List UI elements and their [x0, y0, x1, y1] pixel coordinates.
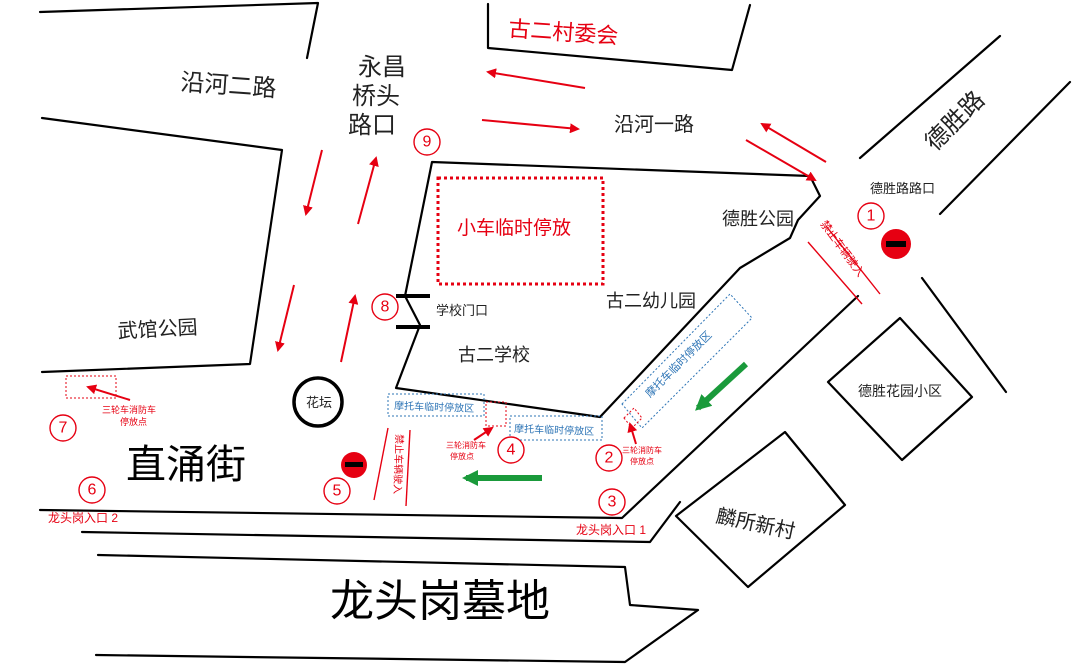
road-network — [38, 1, 1072, 664]
school-gate — [396, 294, 430, 329]
temp-car-parking-zone — [436, 176, 605, 286]
label-tricycle-2b: 停放点 — [630, 456, 654, 466]
green-arrow-diag — [695, 361, 749, 411]
no-entry-line-5a — [373, 427, 389, 501]
marker-3: 3 — [598, 488, 626, 516]
label-tricycle-7a: 三轮车消防车 — [102, 404, 156, 415]
flower-bed — [292, 376, 344, 428]
road-edge — [486, 2, 752, 72]
label-school-gate: 学校门口 — [436, 303, 488, 318]
road-edge — [858, 34, 1002, 160]
marker-9: 9 — [413, 128, 441, 156]
label-no-entry-5: 禁止车辆驶入 — [391, 434, 406, 494]
road-edge — [38, 294, 860, 520]
label-school: 古二学校 — [458, 345, 530, 365]
label-wu-guan-park: 武馆公园 — [117, 316, 198, 343]
svg-text:5: 5 — [333, 483, 342, 500]
tricycle-zone-2 — [623, 407, 643, 429]
svg-text:6: 6 — [88, 482, 97, 499]
marker-6: 6 — [78, 476, 106, 504]
marker-1: 1 — [857, 202, 885, 230]
road-edge — [80, 500, 682, 544]
marker-8: 8 — [371, 293, 399, 321]
label-flower-bed: 花坛 — [306, 395, 332, 410]
svg-text:4: 4 — [507, 442, 516, 459]
moto-parking-zone-2 — [509, 415, 603, 441]
block-de-sheng-garden — [826, 316, 974, 462]
label-de-sheng-park: 德胜公园 — [722, 209, 794, 229]
label-kindergarten: 古二幼儿园 — [606, 291, 696, 311]
road-edge — [40, 116, 284, 374]
no-entry-line-5b — [405, 429, 411, 507]
road-edge — [938, 80, 1072, 216]
label-de-sheng-garden: 德胜花园小区 — [858, 383, 942, 399]
svg-text:7: 7 — [59, 420, 68, 437]
label-cemetery: 龙头岗墓地 — [330, 577, 550, 626]
svg-text:3: 3 — [608, 494, 617, 511]
label-lt-entrance-2: 龙头岗入口 2 — [48, 511, 118, 525]
label-de-sheng-lu-kou: 德胜路路口 — [870, 181, 935, 196]
moto-parking-zone-diag — [621, 293, 753, 429]
label-yan-he-yi-lu: 沿河一路 — [614, 113, 694, 136]
label-yong-chang-1: 永昌 — [358, 54, 406, 81]
label-yong-chang-2: 桥头 — [352, 83, 400, 110]
label-moto-parking-1: 摩托车临时停放区 — [394, 399, 474, 415]
label-no-entry-1: 禁止车辆驶入 — [818, 218, 868, 280]
label-tricycle-4a: 三轮消防车 — [446, 440, 486, 450]
block-school — [394, 160, 822, 419]
label-gu-er-cun-wei: 古二村委会 — [508, 16, 619, 49]
label-moto-parking-2: 摩托车临时停放区 — [514, 422, 594, 438]
label-yan-he-er-lu: 沿河二路 — [180, 69, 278, 103]
label-lt-entrance-1: 龙头岗入口 1 — [576, 523, 646, 537]
marker-2: 2 — [595, 444, 623, 472]
marker-7: 7 — [49, 414, 77, 442]
no-entry-line-1a — [807, 241, 863, 305]
svg-text:1: 1 — [867, 208, 876, 225]
label-tricycle-7b: 停放点 — [120, 416, 147, 427]
label-tricycle-4b: 停放点 — [450, 451, 474, 461]
road-edge — [920, 276, 1008, 394]
moto-parking-zone-1 — [387, 393, 485, 417]
marker-5: 5 — [323, 477, 351, 505]
road-edge — [38, 1, 320, 60]
tricycle-zone-7 — [65, 375, 117, 399]
svg-text:2: 2 — [605, 450, 614, 467]
label-temp-car-parking: 小车临时停放 — [457, 217, 571, 239]
label-yong-chang-3: 路口 — [348, 112, 396, 139]
svg-text:9: 9 — [423, 134, 432, 151]
tricycle-zone-4 — [485, 401, 507, 427]
no-entry-sign-icon — [881, 229, 911, 259]
no-entry-line-1b — [825, 225, 881, 295]
svg-text:8: 8 — [381, 299, 390, 316]
marker-4: 4 — [497, 436, 525, 464]
block-lin-suo — [674, 430, 847, 589]
road-edge — [94, 553, 700, 664]
label-tricycle-2a: 三轮消防车 — [622, 445, 662, 455]
label-zhi-yong-street: 直涌街 — [126, 443, 246, 487]
traffic-arrows — [86, 68, 827, 445]
no-entry-sign-icon — [341, 452, 367, 478]
